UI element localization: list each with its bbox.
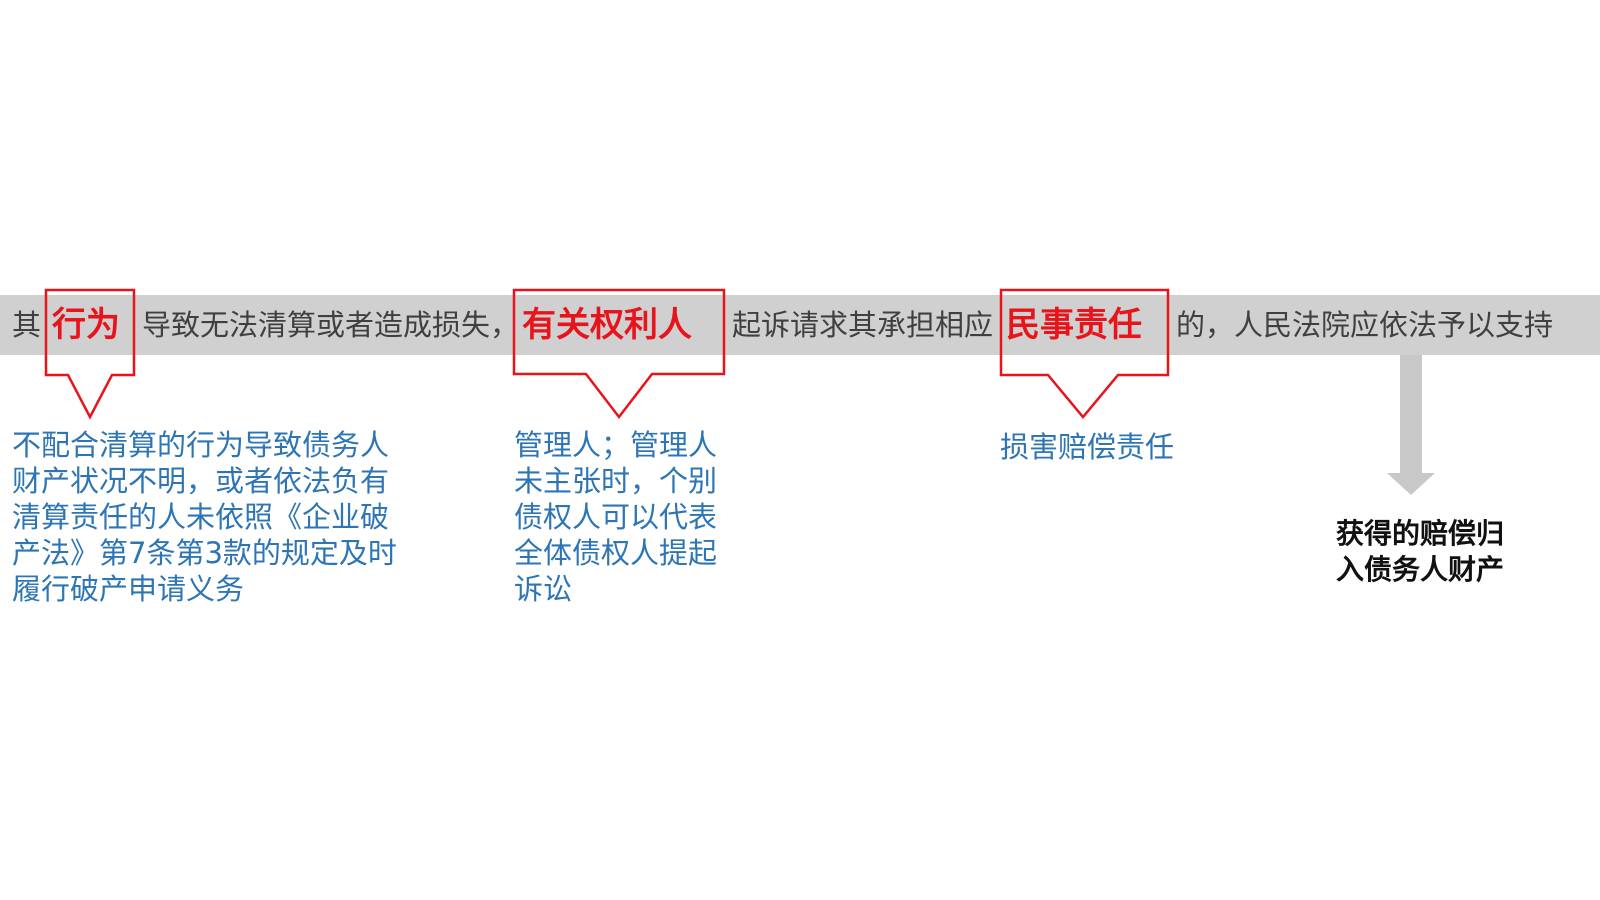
callout-liability-description: 损害赔偿责任 bbox=[1000, 430, 1175, 464]
down-arrow-result bbox=[1387, 355, 1435, 495]
callout-party-description: 管理人；管理人 未主张时，个别 债权人可以代表 全体债权人提起 诉讼 bbox=[514, 428, 718, 606]
callout-act-description: 不配合清算的行为导致债务人 财产状况不明，或者依法负有 清算责任的人未依照《企业… bbox=[12, 428, 397, 606]
sentence-part-3: 起诉请求其承担相应 bbox=[732, 308, 994, 342]
sentence-part-1: 其 bbox=[12, 308, 42, 342]
keyword-liability: 民事责任 bbox=[1006, 305, 1142, 345]
result-description: 获得的赔偿归 入债务人财产 bbox=[1336, 517, 1505, 586]
sentence-band bbox=[0, 295, 1600, 355]
sentence-part-2: 导致无法清算或者造成损失， bbox=[142, 308, 520, 342]
keyword-act: 行为 bbox=[52, 305, 120, 345]
sentence-part-4: 的，人民法院应依法予以支持 bbox=[1176, 308, 1554, 342]
keyword-party: 有关权利人 bbox=[522, 305, 692, 345]
